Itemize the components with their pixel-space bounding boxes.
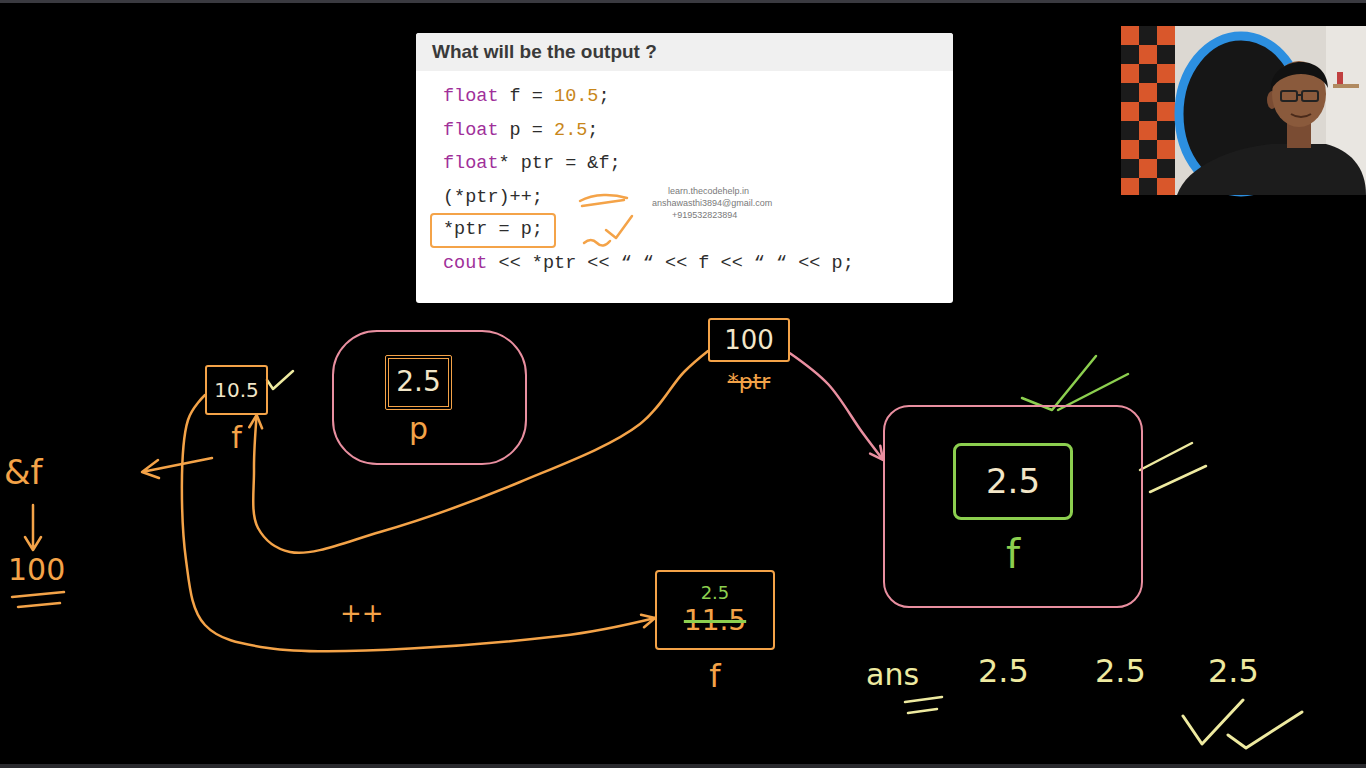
- pointer-connector: [253, 351, 708, 553]
- answer-note-holder: ans: [866, 657, 919, 693]
- pointer-connector: [182, 395, 655, 651]
- watermark-holder: learn.thecodehelp.in: [668, 186, 749, 196]
- bottom-border: [0, 764, 1366, 768]
- value-text: 2.5: [986, 463, 1040, 500]
- code-token: 2.5: [554, 120, 587, 141]
- check-mark: [1183, 700, 1302, 748]
- watermark: learn.thecodehelp.in: [668, 186, 749, 196]
- annotation-scribble: [580, 195, 627, 206]
- value-text: 2.5: [396, 367, 441, 398]
- code-token: 10.5: [554, 86, 598, 107]
- address-value-holder: 100: [8, 552, 65, 588]
- answer-value: 2.5: [978, 652, 1029, 690]
- check-mark: [1022, 356, 1128, 410]
- double-underline: [905, 697, 942, 713]
- code-line: cout << *ptr << “ “ << f << “ “ << p;: [416, 247, 953, 281]
- variable-name: *ptr: [728, 371, 771, 393]
- code-token: float: [443, 153, 499, 174]
- webcam-picture: [1121, 26, 1366, 195]
- code-token: << *ptr << “ “ << f << “ “ << p;: [487, 253, 853, 274]
- pointer-connector: [790, 353, 883, 460]
- value-text: f: [1006, 534, 1020, 574]
- annotation-scribble: [584, 216, 632, 246]
- code-token: p =: [499, 120, 555, 141]
- check-mark: [1140, 443, 1206, 492]
- down-arrow: [25, 505, 41, 550]
- edge-label-holder: ++: [340, 598, 384, 629]
- value-text: 2.5: [701, 583, 730, 604]
- variable-box: 2.511.5 f: [655, 570, 775, 692]
- answer-value: 2.5: [1095, 652, 1146, 690]
- address-note: &f: [4, 452, 42, 493]
- answer-value-holder: 2.5: [978, 652, 1029, 690]
- highlight-box: *ptr = p;: [430, 213, 556, 248]
- variable-name: f: [231, 423, 242, 453]
- address-value: 100: [8, 552, 65, 588]
- value-text: p: [409, 414, 428, 444]
- code-line: float p = 2.5;: [416, 114, 953, 148]
- value-text: 100: [724, 326, 774, 355]
- code-token: float: [443, 120, 499, 141]
- answer-value-holder: 2.5: [1208, 652, 1259, 690]
- variable-region: 2.5 p: [332, 330, 527, 465]
- code-card: What will be the output ? float f = 10.5;…: [416, 33, 953, 303]
- code-token: f =: [499, 86, 555, 107]
- variable-name: 11.5: [684, 604, 746, 638]
- variable-box: 10.5 f: [205, 365, 268, 453]
- variable-region: 2.5 f: [883, 405, 1143, 608]
- top-border: [0, 0, 1366, 3]
- code-line: (*ptr)++;: [416, 181, 953, 215]
- edge-label: ++: [340, 598, 384, 629]
- watermark: anshawasthi3894@gmail.com: [652, 198, 772, 208]
- code-token: float: [443, 86, 499, 107]
- code-token: ;: [598, 86, 609, 107]
- value-box: 2.5: [953, 443, 1073, 520]
- variable-box-frame: 10.5: [205, 365, 268, 415]
- pointer-arrow: [142, 458, 212, 478]
- check-mark: [267, 371, 293, 389]
- variable-box-frame: 2.511.5: [655, 570, 775, 650]
- code-token: * ptr = &f;: [499, 153, 621, 174]
- double-underline: [12, 592, 64, 607]
- code-line: *ptr = p;: [443, 215, 543, 245]
- pointer-box: 100 *ptr: [708, 318, 790, 393]
- watermark-holder: anshawasthi3894@gmail.com: [652, 198, 772, 208]
- code-line: float* ptr = &f;: [416, 147, 953, 181]
- watermark: +919532823894: [672, 210, 737, 220]
- answer-value-holder: 2.5: [1095, 652, 1146, 690]
- pointer-box-frame: 100: [708, 318, 790, 362]
- card-heading: What will be the output ?: [416, 33, 953, 71]
- address-note-holder: &f: [4, 452, 42, 493]
- code-token: ;: [587, 120, 598, 141]
- variable-name: f: [709, 660, 720, 692]
- code-token: cout: [443, 253, 487, 274]
- answer-note: ans: [866, 657, 919, 693]
- watermark-holder: +919532823894: [672, 210, 737, 220]
- code-token: (*ptr)++;: [443, 187, 543, 208]
- value-box: 2.5: [385, 355, 452, 410]
- answer-value: 2.5: [1208, 652, 1259, 690]
- code-line: float f = 10.5;: [416, 80, 953, 114]
- code-token: *ptr = p;: [443, 219, 543, 240]
- value-text: 10.5: [214, 379, 259, 401]
